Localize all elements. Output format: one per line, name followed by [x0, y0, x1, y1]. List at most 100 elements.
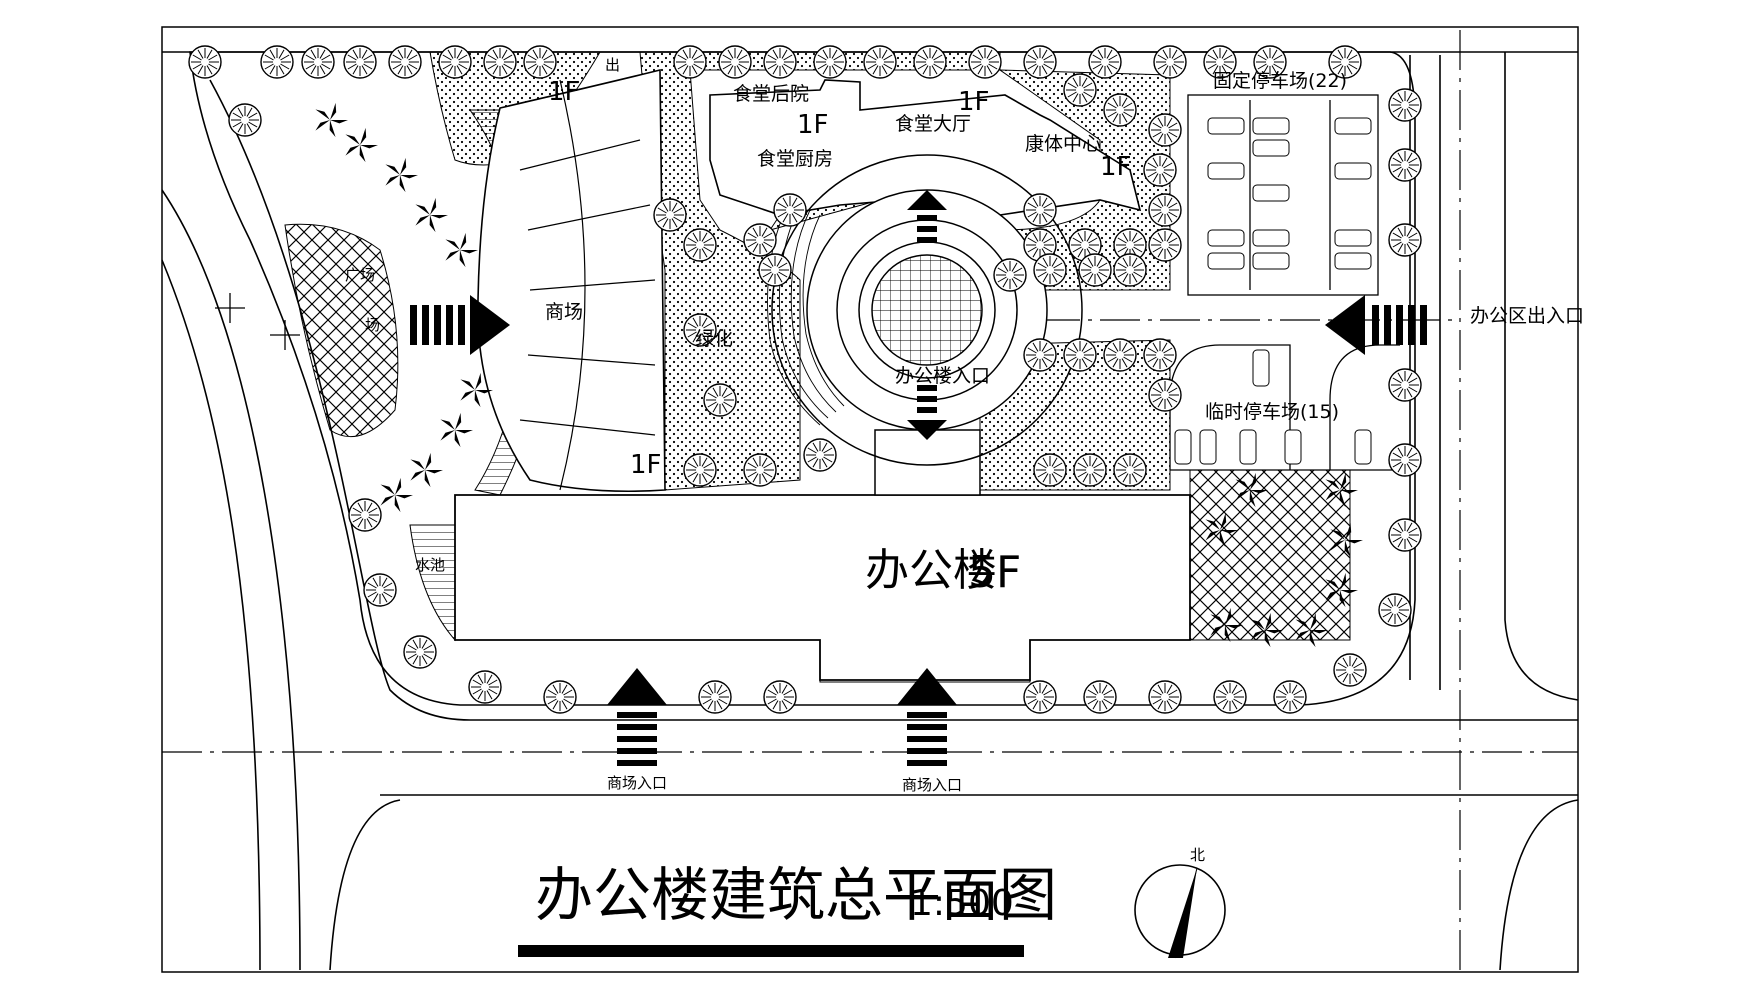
- tree-icon-stroke: [1408, 527, 1418, 534]
- tree-icon: [698, 680, 732, 714]
- tree-icon-stroke: [1406, 447, 1413, 457]
- tree-icon-stroke: [722, 63, 732, 70]
- tree-icon-stroke: [1041, 197, 1048, 207]
- tree-icon-stroke: [1392, 386, 1402, 393]
- tree-icon-stroke: [1042, 273, 1049, 283]
- tree-icon-stroke: [352, 65, 359, 75]
- tree-icon-stroke: [543, 54, 553, 61]
- tree-icon: [188, 45, 222, 79]
- palm-tree-icon: [1295, 630, 1310, 641]
- tree-icon-stroke: [1027, 237, 1037, 244]
- tree-icon: [758, 253, 792, 287]
- tree-icon-stroke: [1222, 700, 1229, 710]
- tree-icon: [1148, 378, 1182, 412]
- tree-icon-stroke: [1337, 671, 1347, 678]
- tree-icon-stroke: [278, 65, 285, 75]
- tree-icon-stroke: [1408, 461, 1418, 468]
- tree-icon-stroke: [1042, 457, 1049, 467]
- tree-icon: [483, 45, 517, 79]
- palm-tree-icon: [460, 250, 478, 254]
- office-floors-label: 5F: [968, 547, 1021, 598]
- plaza-steps: [767, 199, 845, 426]
- palm-tree-icon: [474, 390, 481, 408]
- tree-icon-stroke: [1351, 657, 1358, 667]
- palm-tree-icon: [1325, 479, 1340, 490]
- tree-icon-stroke: [1133, 262, 1143, 269]
- tree-icon: [1388, 518, 1422, 552]
- tree-icon-stroke: [1112, 113, 1119, 123]
- tree-icon: [968, 45, 1002, 79]
- tree-icon-stroke: [381, 593, 388, 603]
- tree-icon: [813, 45, 847, 79]
- tree-icon-stroke: [1162, 65, 1169, 75]
- palm-tree-icon: [1250, 490, 1268, 494]
- tree-icon: [1023, 338, 1057, 372]
- tree-icon: [1148, 113, 1182, 147]
- tree-icon-stroke: [817, 63, 827, 70]
- tree-icon-stroke: [1173, 63, 1183, 70]
- tree-icon: [343, 45, 377, 79]
- tree-icon-stroke: [1106, 49, 1113, 59]
- palm-tree-icon: [1225, 625, 1243, 629]
- tree-icon-stroke: [1222, 684, 1229, 694]
- tree-icon-stroke: [1097, 49, 1104, 59]
- tree-icon-stroke: [1157, 213, 1164, 223]
- palm-tree-icon: [445, 239, 460, 250]
- palm-tree-icon: [1295, 619, 1310, 630]
- tree-icon-stroke: [1087, 689, 1097, 696]
- tree-icon-stroke: [477, 674, 484, 684]
- tree-icon-stroke: [1282, 700, 1289, 710]
- palm-tree-icon: [415, 215, 430, 226]
- palm-tree-icon: [1264, 630, 1271, 648]
- tree-icon-stroke: [269, 49, 276, 59]
- tree-icon-stroke: [1152, 202, 1162, 209]
- palm-tree-icon: [1225, 607, 1232, 625]
- tree-icon-stroke: [986, 65, 993, 75]
- tree-icon-stroke: [1397, 152, 1404, 162]
- tree-icon-stroke: [1067, 91, 1077, 98]
- tree-icon-stroke: [1027, 689, 1037, 696]
- tree-icon-stroke: [922, 49, 929, 59]
- tree-icon-stroke: [1161, 342, 1168, 352]
- tree-icon-stroke: [703, 237, 713, 244]
- tree-icon-stroke: [778, 262, 788, 269]
- tree-icon-stroke: [1041, 684, 1048, 694]
- tree-icon-stroke: [1171, 65, 1178, 75]
- tree-icon-stroke: [1117, 262, 1127, 269]
- circular-plaza: [771, 154, 1083, 466]
- tree-icon-stroke: [1032, 342, 1039, 352]
- tree-icon-stroke: [1083, 347, 1093, 354]
- tree-icon-stroke: [397, 49, 404, 59]
- tree-icon-stroke: [1271, 65, 1278, 75]
- tree-icon: [1113, 253, 1147, 287]
- tree-icon-stroke: [767, 54, 777, 61]
- canteen-hall-label: 食堂大厅: [895, 113, 971, 135]
- tree-icon-stroke: [1107, 347, 1117, 354]
- tree-icon-stroke: [423, 653, 433, 660]
- floor-label-fitness: 1F: [1100, 152, 1132, 182]
- tree-icon-stroke: [1077, 462, 1087, 469]
- tree-icon-stroke: [366, 518, 373, 528]
- palm-tree-icon: [440, 419, 455, 430]
- tree-icon-stroke: [687, 331, 697, 338]
- tree-icon-stroke: [1051, 273, 1058, 283]
- tree-icon-stroke: [269, 65, 276, 75]
- palm-tree-icon: [460, 390, 475, 401]
- palm-tree-icon: [315, 120, 330, 131]
- tree-icon: [1388, 368, 1422, 402]
- palm-tree-icon: [330, 120, 348, 124]
- tree-icon-stroke: [1092, 684, 1099, 694]
- tree-icon-stroke: [776, 273, 783, 283]
- tree-icon-stroke: [1093, 462, 1103, 469]
- tree-icon-stroke: [1166, 382, 1173, 392]
- tree-icon-stroke: [392, 54, 402, 61]
- tree-icon-stroke: [752, 473, 759, 483]
- tree-icon-stroke: [1353, 662, 1363, 669]
- tree-icon-stroke: [721, 403, 728, 413]
- tree-icon-stroke: [1043, 698, 1053, 705]
- palm-tree-icon: [345, 134, 360, 145]
- tree-icon-stroke: [702, 689, 712, 696]
- tree-icon-stroke: [1027, 246, 1037, 253]
- tree-icon-stroke: [1147, 171, 1157, 178]
